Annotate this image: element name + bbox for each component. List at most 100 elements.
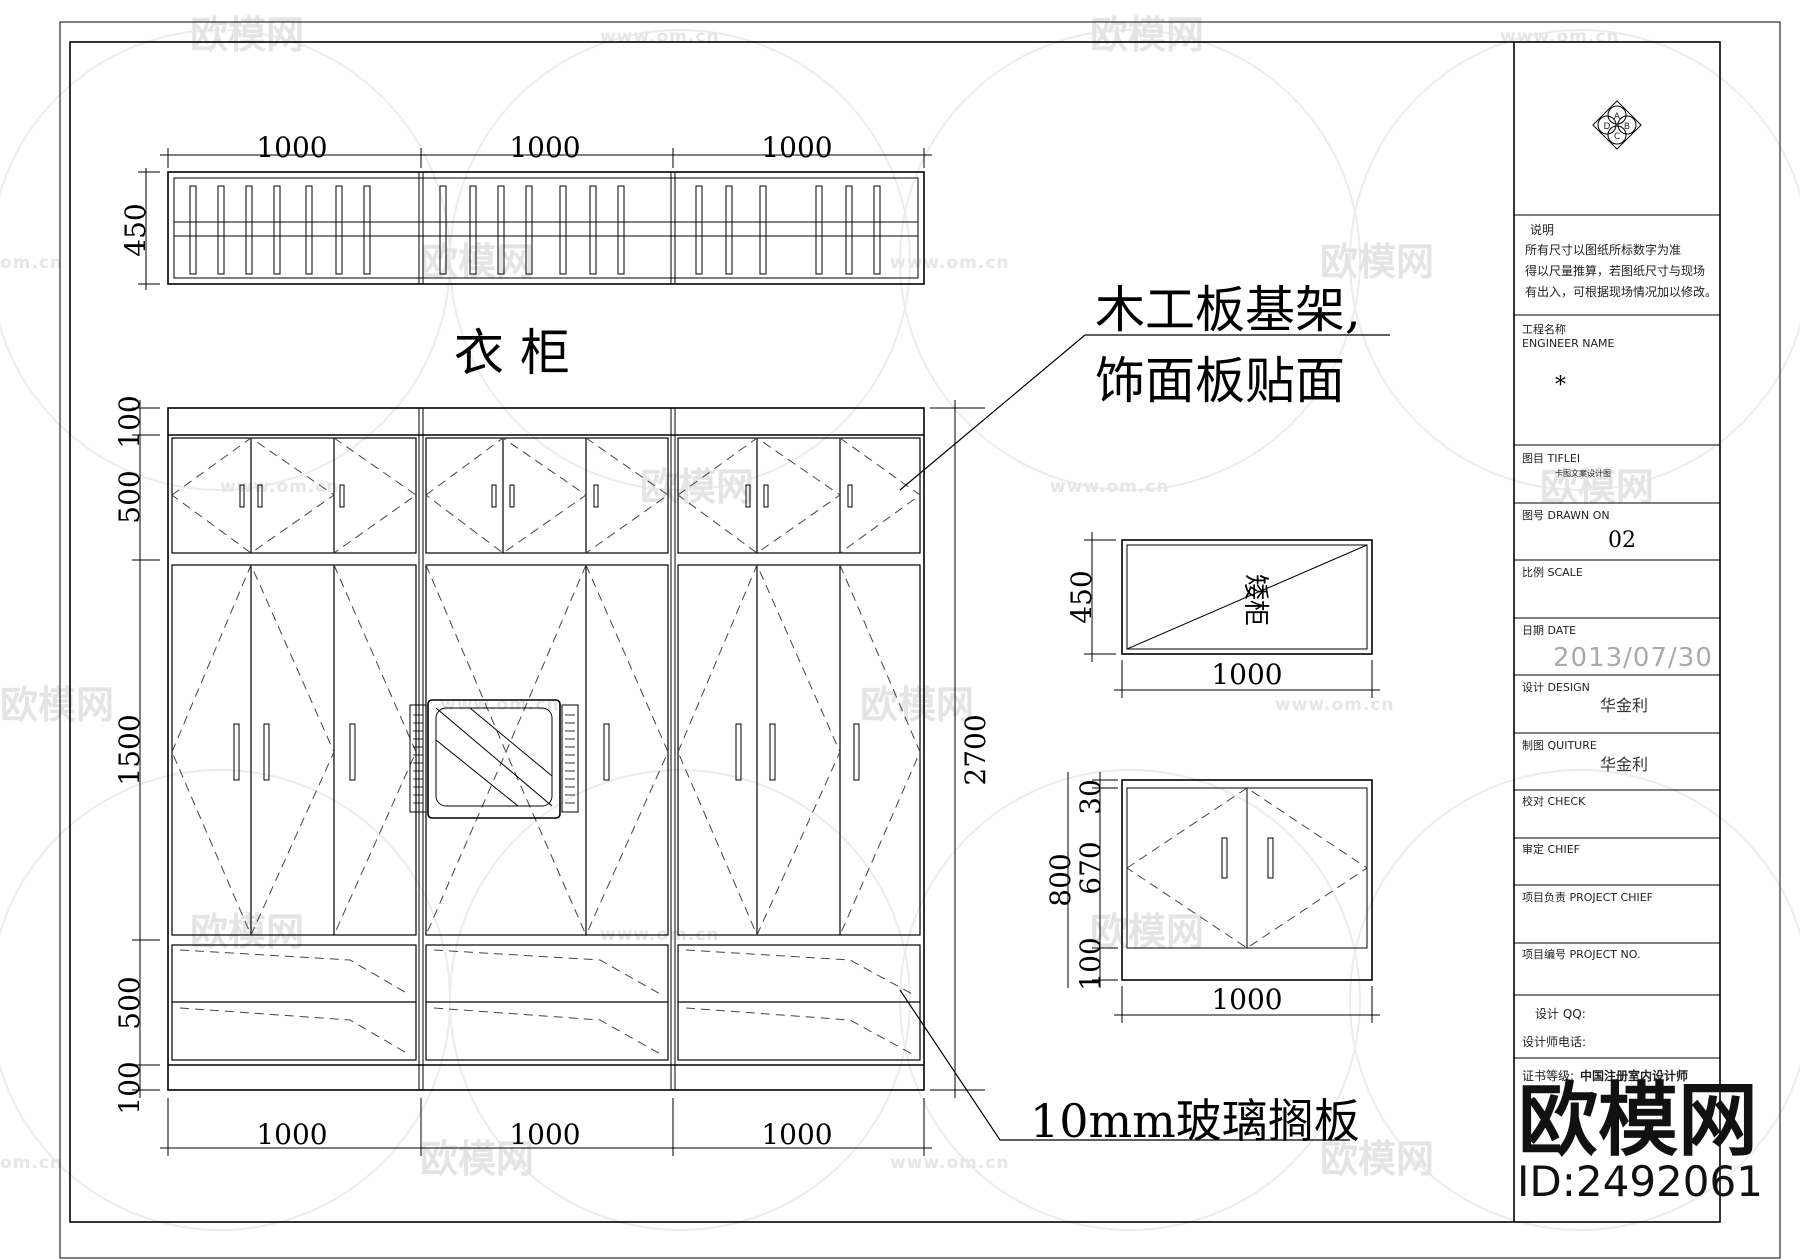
project-name-label-en: ENGINEER NAME [1522,337,1614,350]
notes-line: 有出入，可根据现场情况加以修改。 [1525,284,1717,299]
drawing-no-label: 图号 DRAWN ON [1522,509,1610,522]
watermark-brand: 欧模网 [1090,910,1204,954]
logo-letter: A [1614,112,1621,122]
logo-letter: C [1614,132,1620,142]
outer-border [59,21,1781,1259]
dimension-label: 100 [113,395,146,448]
middle-door-handles [233,723,860,781]
company-logo [1592,100,1642,150]
base-cabinet-outline [1121,779,1373,981]
glass-shelf-hatch [179,949,915,1056]
dimension-label: 1500 [113,714,146,785]
design-value: 华金利 [1600,696,1648,715]
top-unit-dimension-lines [138,148,932,290]
low-cabinet: 矮柜 450 1000 [1065,532,1380,698]
project-chief-label: 项目负责 PROJECT CHIEF [1522,890,1653,904]
dimension-label: 100 [113,1061,146,1114]
wardrobe-height-dimension-lines [132,400,985,1156]
glass-shelf-row [171,944,921,1061]
watermark-url: om.cn [0,253,63,273]
middle-door-swing-lines [171,563,921,937]
dimension-label: 670 [1074,841,1107,894]
watermark-url: om.cn [0,1153,63,1173]
dimension-label: 1000 [761,1118,832,1151]
low-cabinet-outline [1121,539,1373,655]
watermark-url: www.om.cn [1050,477,1170,497]
scale-label: 比例 SCALE [1522,565,1583,579]
drawing-title-label: 图目 TIFLEI [1522,452,1580,465]
watermark-brand: 欧模网 [420,240,534,284]
project-name-value: * [1555,373,1566,398]
middle-door-row [171,564,921,936]
notes-title: 说明 [1530,222,1554,237]
dimension-label: 30 [1074,779,1107,815]
watermark-brand: 欧模网 [1320,1137,1434,1181]
brand-mark: 欧模网 ID:2492061 [1517,1074,1763,1206]
watermark-brand: 欧模网 [420,1137,534,1181]
top-storage-unit: 1000 1000 1000 450 [119,131,932,290]
wardrobe-elevation: 100 500 1500 500 100 2700 1000 1000 1000 [113,395,992,1156]
base-cabinet-handle [1267,837,1274,879]
cert-value: 中国注册室内设计师 [1580,1068,1688,1083]
annotation-leaders [899,334,1390,1141]
check-label: 校对 CHECK [1522,794,1586,808]
watermark-layer: 欧模网 欧模网 欧模网 欧模网 欧模网 欧模网 欧模网 欧模网 欧模网 欧模网 … [0,13,1800,1231]
dimension-label: 800 [1044,853,1077,906]
drawing-no-value: 02 [1608,528,1636,553]
dimension-label: 100 [1074,937,1107,990]
drawn-value: 华金利 [1600,755,1648,774]
project-name-label: 工程名称 [1522,322,1566,336]
dimension-label: 500 [113,976,146,1029]
dimension-label: 1000 [256,131,327,164]
watermark-brand: 欧模网 [0,683,114,727]
dimension-label: 1000 [256,1118,327,1151]
glass-shelf-note: 10mm玻璃搁板 [1030,1094,1360,1148]
watermark-url: www.om.cn [1500,27,1620,47]
watermark-brand: 欧模网 [190,13,304,57]
title-block: A B C D 说明 所有尺寸以图纸所标数字为准 得以尺量推算，若图纸尺寸与现场… [1513,42,1720,1222]
base-cabinet-handle [1221,837,1228,879]
qq-label: 设计 QQ: [1535,1007,1586,1021]
watermark-url: www.om.cn [890,1153,1010,1173]
top-unit-inner [173,177,919,279]
date-label: 日期 DATE [1522,624,1576,637]
wardrobe-title: 衣 柜 [454,324,570,382]
approve-label: 审定 CHIEF [1522,842,1580,856]
design-label: 设计 DESIGN [1522,681,1590,694]
watermark-url: www.om.cn [440,695,560,715]
dimension-label: 1000 [1211,658,1282,691]
material-note-line2: 饰面板贴面 [1095,352,1345,410]
dimension-label: 1000 [761,131,832,164]
watermark-brand: 欧模网 [1320,240,1434,284]
watermark-url: www.om.cn [1275,695,1395,715]
watermark-brand: 欧模网 [1540,465,1654,509]
project-no-label: 项目编号 PROJECT NO. [1522,947,1640,961]
drawing-title-value: 卡图文案设计图 [1555,468,1611,478]
logo-letter: D [1604,122,1611,132]
dimension-label: 1000 [1211,983,1282,1016]
dimension-label: 1000 [509,1118,580,1151]
low-cabinet-label: 矮柜 [1240,574,1270,626]
date-value: 2013/07/30 [1553,643,1713,673]
inner-border [69,41,1721,1223]
dimension-label: 1000 [509,131,580,164]
watermark-url: www.om.cn [600,27,720,47]
watermark-arcs [0,29,1800,1231]
dimension-label: 500 [113,470,146,523]
watermark-brand: 欧模网 [1090,13,1204,57]
wardrobe-outline [167,407,925,1091]
upper-door-swing-lines [171,437,921,554]
top-unit-outline [167,171,925,285]
watermark-url: www.om.cn [890,253,1010,273]
dimension-label: 450 [119,203,152,256]
notes-line: 所有尺寸以图纸所标数字为准 [1525,242,1681,257]
watermark-brand: 欧模网 [860,683,974,727]
base-cabinet: 30 670 100 800 1000 [1044,772,1380,1023]
dimension-label: 2700 [959,714,992,785]
watermark-url: www.om.cn [220,477,340,497]
brand-id: ID:2492061 [1517,1157,1763,1206]
cert-label: 证书等级: [1522,1069,1574,1083]
material-note-line1: 木工板基架, [1095,281,1361,339]
watermark-brand: 欧模网 [190,910,304,954]
